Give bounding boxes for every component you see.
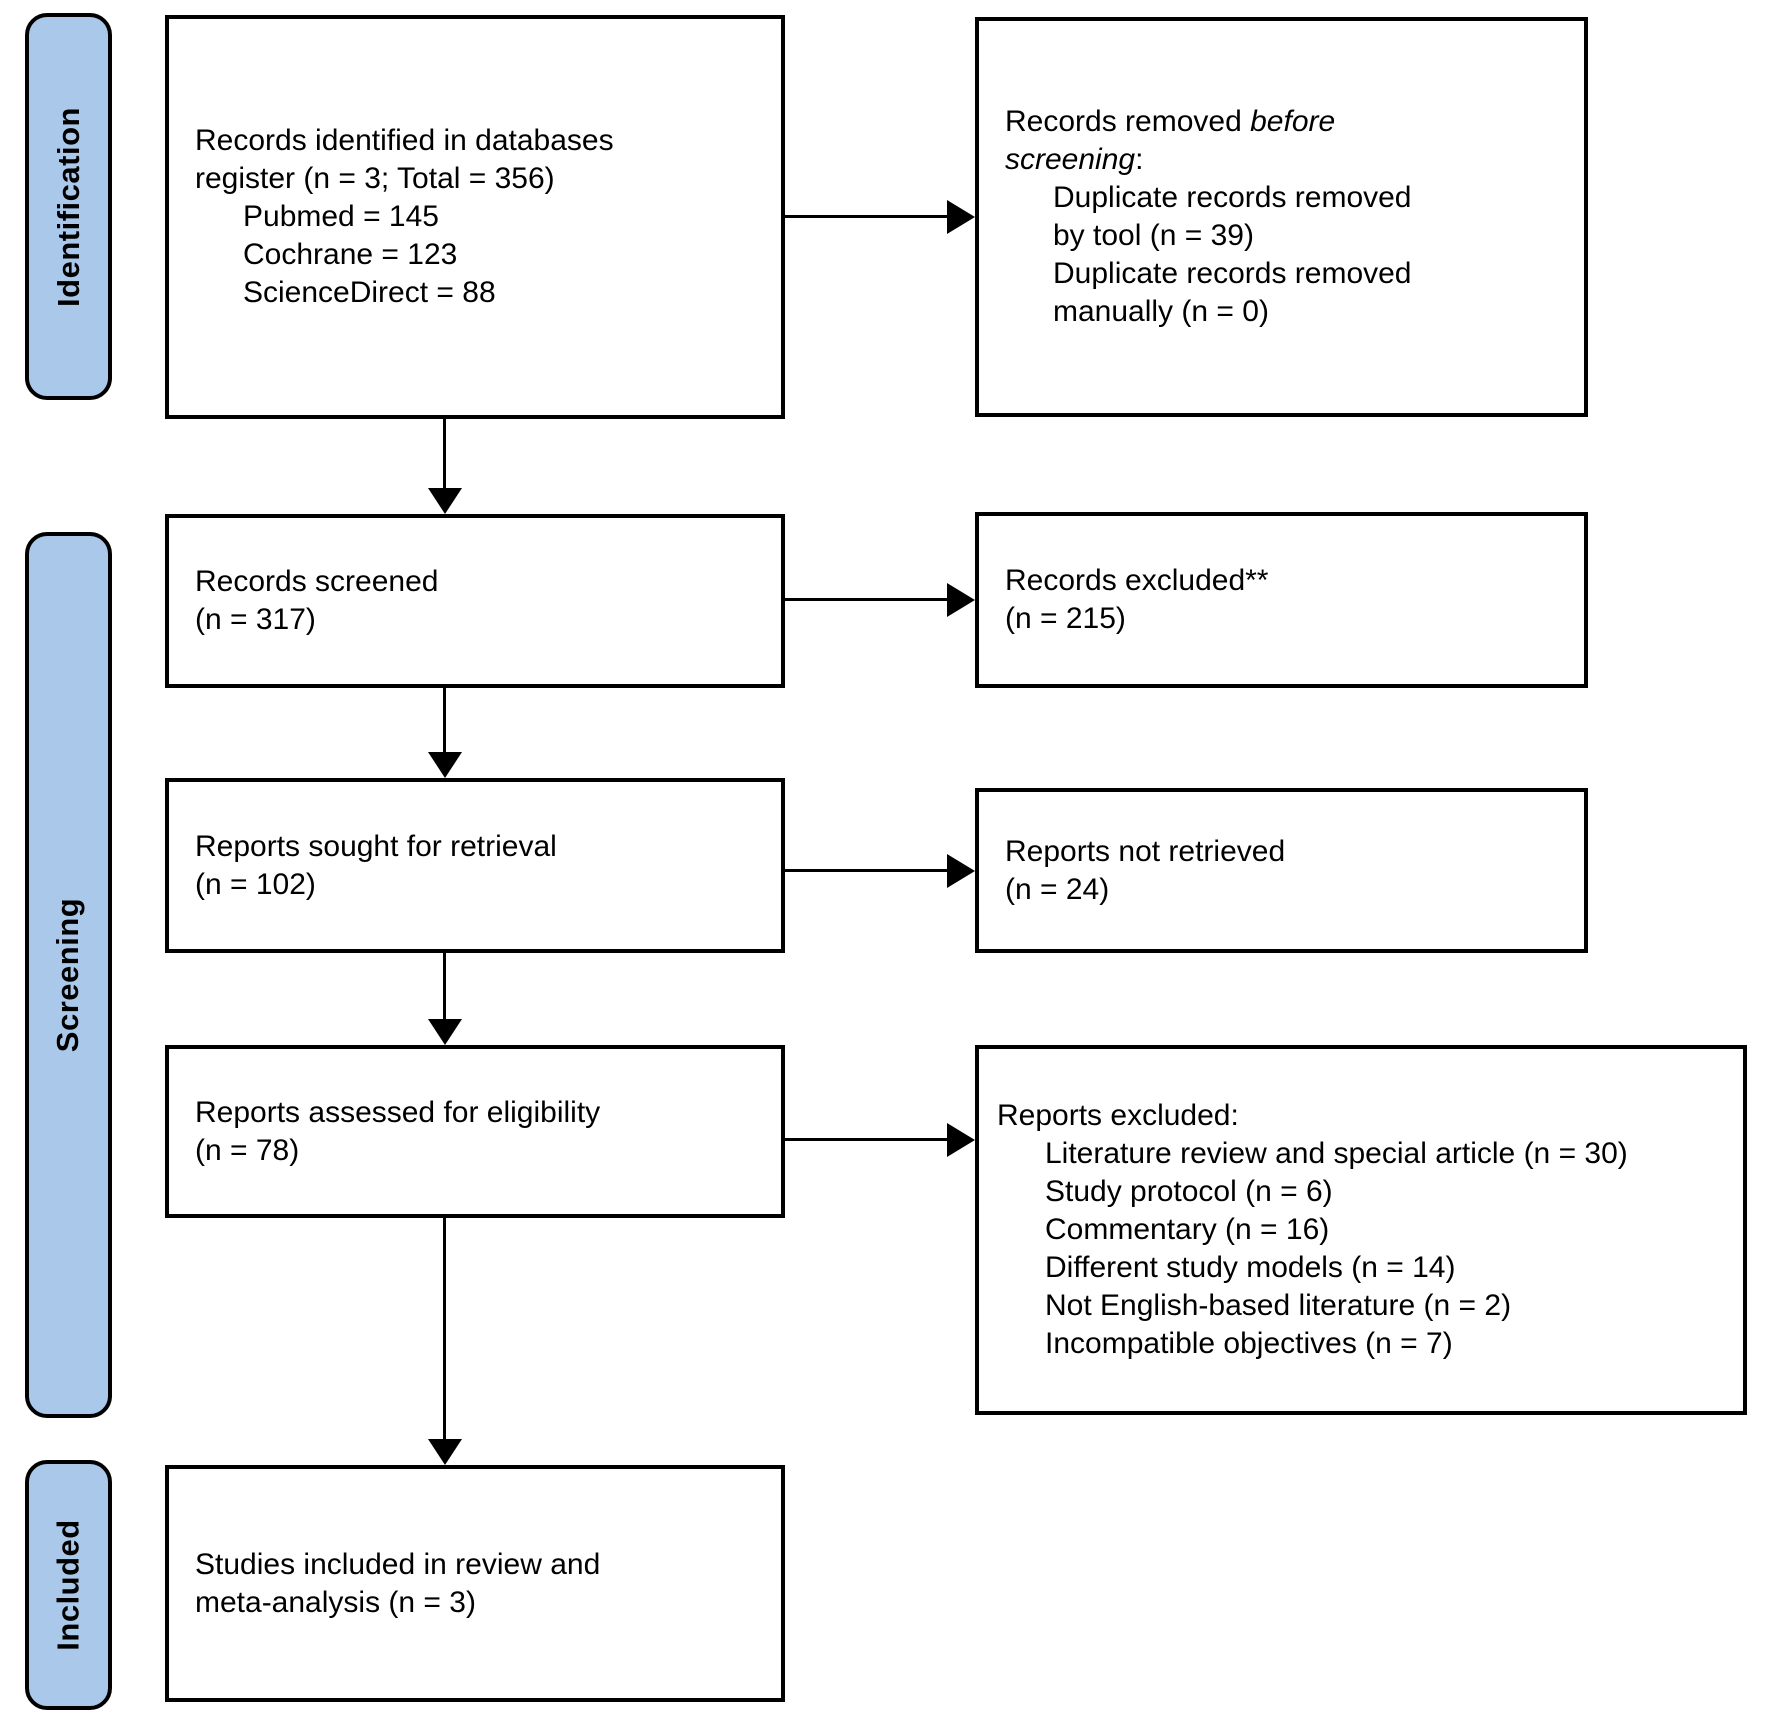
- box-line: Not English-based literature (n = 2): [997, 1287, 1735, 1325]
- box-line: Records screened: [195, 563, 773, 601]
- box-text: Reports sought for retrieval: [195, 829, 557, 863]
- box-line: Reports excluded:: [997, 1097, 1735, 1135]
- arrow-identified-to-removed: [785, 215, 947, 218]
- box-text: Records identified in databases: [195, 124, 614, 157]
- box-records-identified: Records identified in databases register…: [165, 15, 785, 419]
- arrow-sought-to-not-retrieved: [785, 869, 947, 872]
- box-text: manually (n = 0): [1053, 295, 1269, 328]
- box-text: Commentary (n = 16): [1045, 1213, 1330, 1246]
- arrow-screened-to-sought: [443, 688, 446, 754]
- box-line: Duplicate records removed: [1005, 255, 1576, 293]
- box-text: meta-analysis (n = 3): [195, 1585, 476, 1619]
- stage-label: Screening: [50, 897, 86, 1053]
- box-records-excluded: Records excluded** (n = 215): [975, 512, 1588, 688]
- box-line: Commentary (n = 16): [997, 1211, 1735, 1249]
- box-text: Study protocol (n = 6): [1045, 1175, 1333, 1208]
- arrow-sought-to-assessed: [443, 953, 446, 1021]
- box-line: meta-analysis (n = 3): [195, 1584, 773, 1622]
- box-text: Records screened: [195, 565, 439, 598]
- box-text: :: [1135, 143, 1144, 176]
- box-records-screened: Records screened (n = 317): [165, 514, 785, 688]
- arrow-screened-to-excluded: [785, 598, 947, 601]
- box-text: ScienceDirect = 88: [243, 276, 496, 309]
- stage-label: Included: [50, 1519, 86, 1651]
- box-text: Incompatible objectives (n = 7): [1045, 1327, 1453, 1360]
- box-line: Different study models (n = 14): [997, 1249, 1735, 1287]
- box-text: (n = 317): [195, 603, 316, 636]
- stage-identification: Identification: [25, 13, 112, 400]
- box-text: Duplicate records removed: [1053, 257, 1412, 290]
- box-line: (n = 102): [195, 866, 773, 904]
- arrowhead-right-icon: [947, 200, 975, 234]
- box-line: screening:: [1005, 141, 1576, 179]
- box-text: (n = 215): [1005, 602, 1126, 635]
- arrowhead-right-icon: [947, 1123, 975, 1157]
- box-line: manually (n = 0): [1005, 293, 1576, 331]
- arrow-assessed-to-reports-excluded: [785, 1138, 947, 1141]
- box-text: Not English-based literature (n = 2): [1045, 1289, 1512, 1322]
- box-reports-excluded: Reports excluded: Literature review and …: [975, 1045, 1747, 1415]
- box-text-italic: screening: [1005, 143, 1136, 176]
- box-line: Pubmed = 145: [195, 198, 773, 236]
- box-line: (n = 24): [1005, 871, 1576, 909]
- box-line: Reports assessed for eligibility: [195, 1094, 773, 1132]
- box-line: Study protocol (n = 6): [997, 1173, 1735, 1211]
- stage-included: Included: [25, 1460, 112, 1710]
- box-text: Different study models (n = 14): [1045, 1251, 1456, 1284]
- box-reports-not-retrieved: Reports not retrieved (n = 24): [975, 788, 1588, 953]
- stage-label: Identification: [50, 106, 86, 307]
- box-line: Records removed before: [1005, 103, 1576, 141]
- arrow-identified-to-screened: [443, 419, 446, 490]
- stage-screening: Screening: [25, 532, 112, 1418]
- arrowhead-down-icon: [428, 488, 462, 514]
- box-line: Records excluded**: [1005, 562, 1576, 600]
- box-line: Cochrane = 123: [195, 236, 773, 274]
- box-line: Reports sought for retrieval: [195, 828, 773, 866]
- box-line: Literature review and special article (n…: [997, 1135, 1735, 1173]
- arrow-assessed-to-included: [443, 1218, 446, 1441]
- box-line: (n = 78): [195, 1132, 773, 1170]
- box-text: Cochrane = 123: [243, 238, 458, 271]
- box-text: Records removed: [1005, 105, 1251, 138]
- box-text: Reports assessed for eligibility: [195, 1095, 601, 1129]
- box-text: (n = 78): [195, 1133, 300, 1167]
- box-line: Studies included in review and: [195, 1546, 773, 1584]
- box-text: Records excluded**: [1005, 564, 1269, 597]
- box-text-italic: before: [1250, 105, 1336, 138]
- box-reports-sought: Reports sought for retrieval (n = 102): [165, 778, 785, 953]
- box-text: Reports excluded:: [997, 1099, 1239, 1132]
- box-text: Duplicate records removed: [1053, 181, 1412, 214]
- box-line: ScienceDirect = 88: [195, 274, 773, 312]
- box-line: Reports not retrieved: [1005, 833, 1576, 871]
- box-line: (n = 215): [1005, 600, 1576, 638]
- box-line: Duplicate records removed: [1005, 179, 1576, 217]
- arrowhead-down-icon: [428, 1019, 462, 1045]
- box-text: (n = 24): [1005, 872, 1110, 906]
- box-text: Literature review and special article (n…: [1045, 1137, 1628, 1170]
- box-line: register (n = 3; Total = 356): [195, 160, 773, 198]
- arrowhead-down-icon: [428, 752, 462, 778]
- arrowhead-down-icon: [428, 1439, 462, 1465]
- box-line: by tool (n = 39): [1005, 217, 1576, 255]
- box-line: (n = 317): [195, 601, 773, 639]
- box-text: Pubmed = 145: [243, 200, 439, 233]
- box-reports-assessed: Reports assessed for eligibility (n = 78…: [165, 1045, 785, 1218]
- box-studies-included: Studies included in review and meta-anal…: [165, 1465, 785, 1702]
- arrowhead-right-icon: [947, 583, 975, 617]
- box-line: Records identified in databases: [195, 122, 773, 160]
- box-text: Reports not retrieved: [1005, 834, 1286, 868]
- box-records-removed-before-screening: Records removed before screening: Duplic…: [975, 17, 1588, 417]
- box-text: Studies included in review and: [195, 1547, 601, 1581]
- arrowhead-right-icon: [947, 854, 975, 888]
- box-line: Incompatible objectives (n = 7): [997, 1325, 1735, 1363]
- box-text: by tool (n = 39): [1053, 219, 1254, 252]
- box-text: (n = 102): [195, 867, 316, 901]
- box-text: register (n = 3; Total = 356): [195, 162, 555, 195]
